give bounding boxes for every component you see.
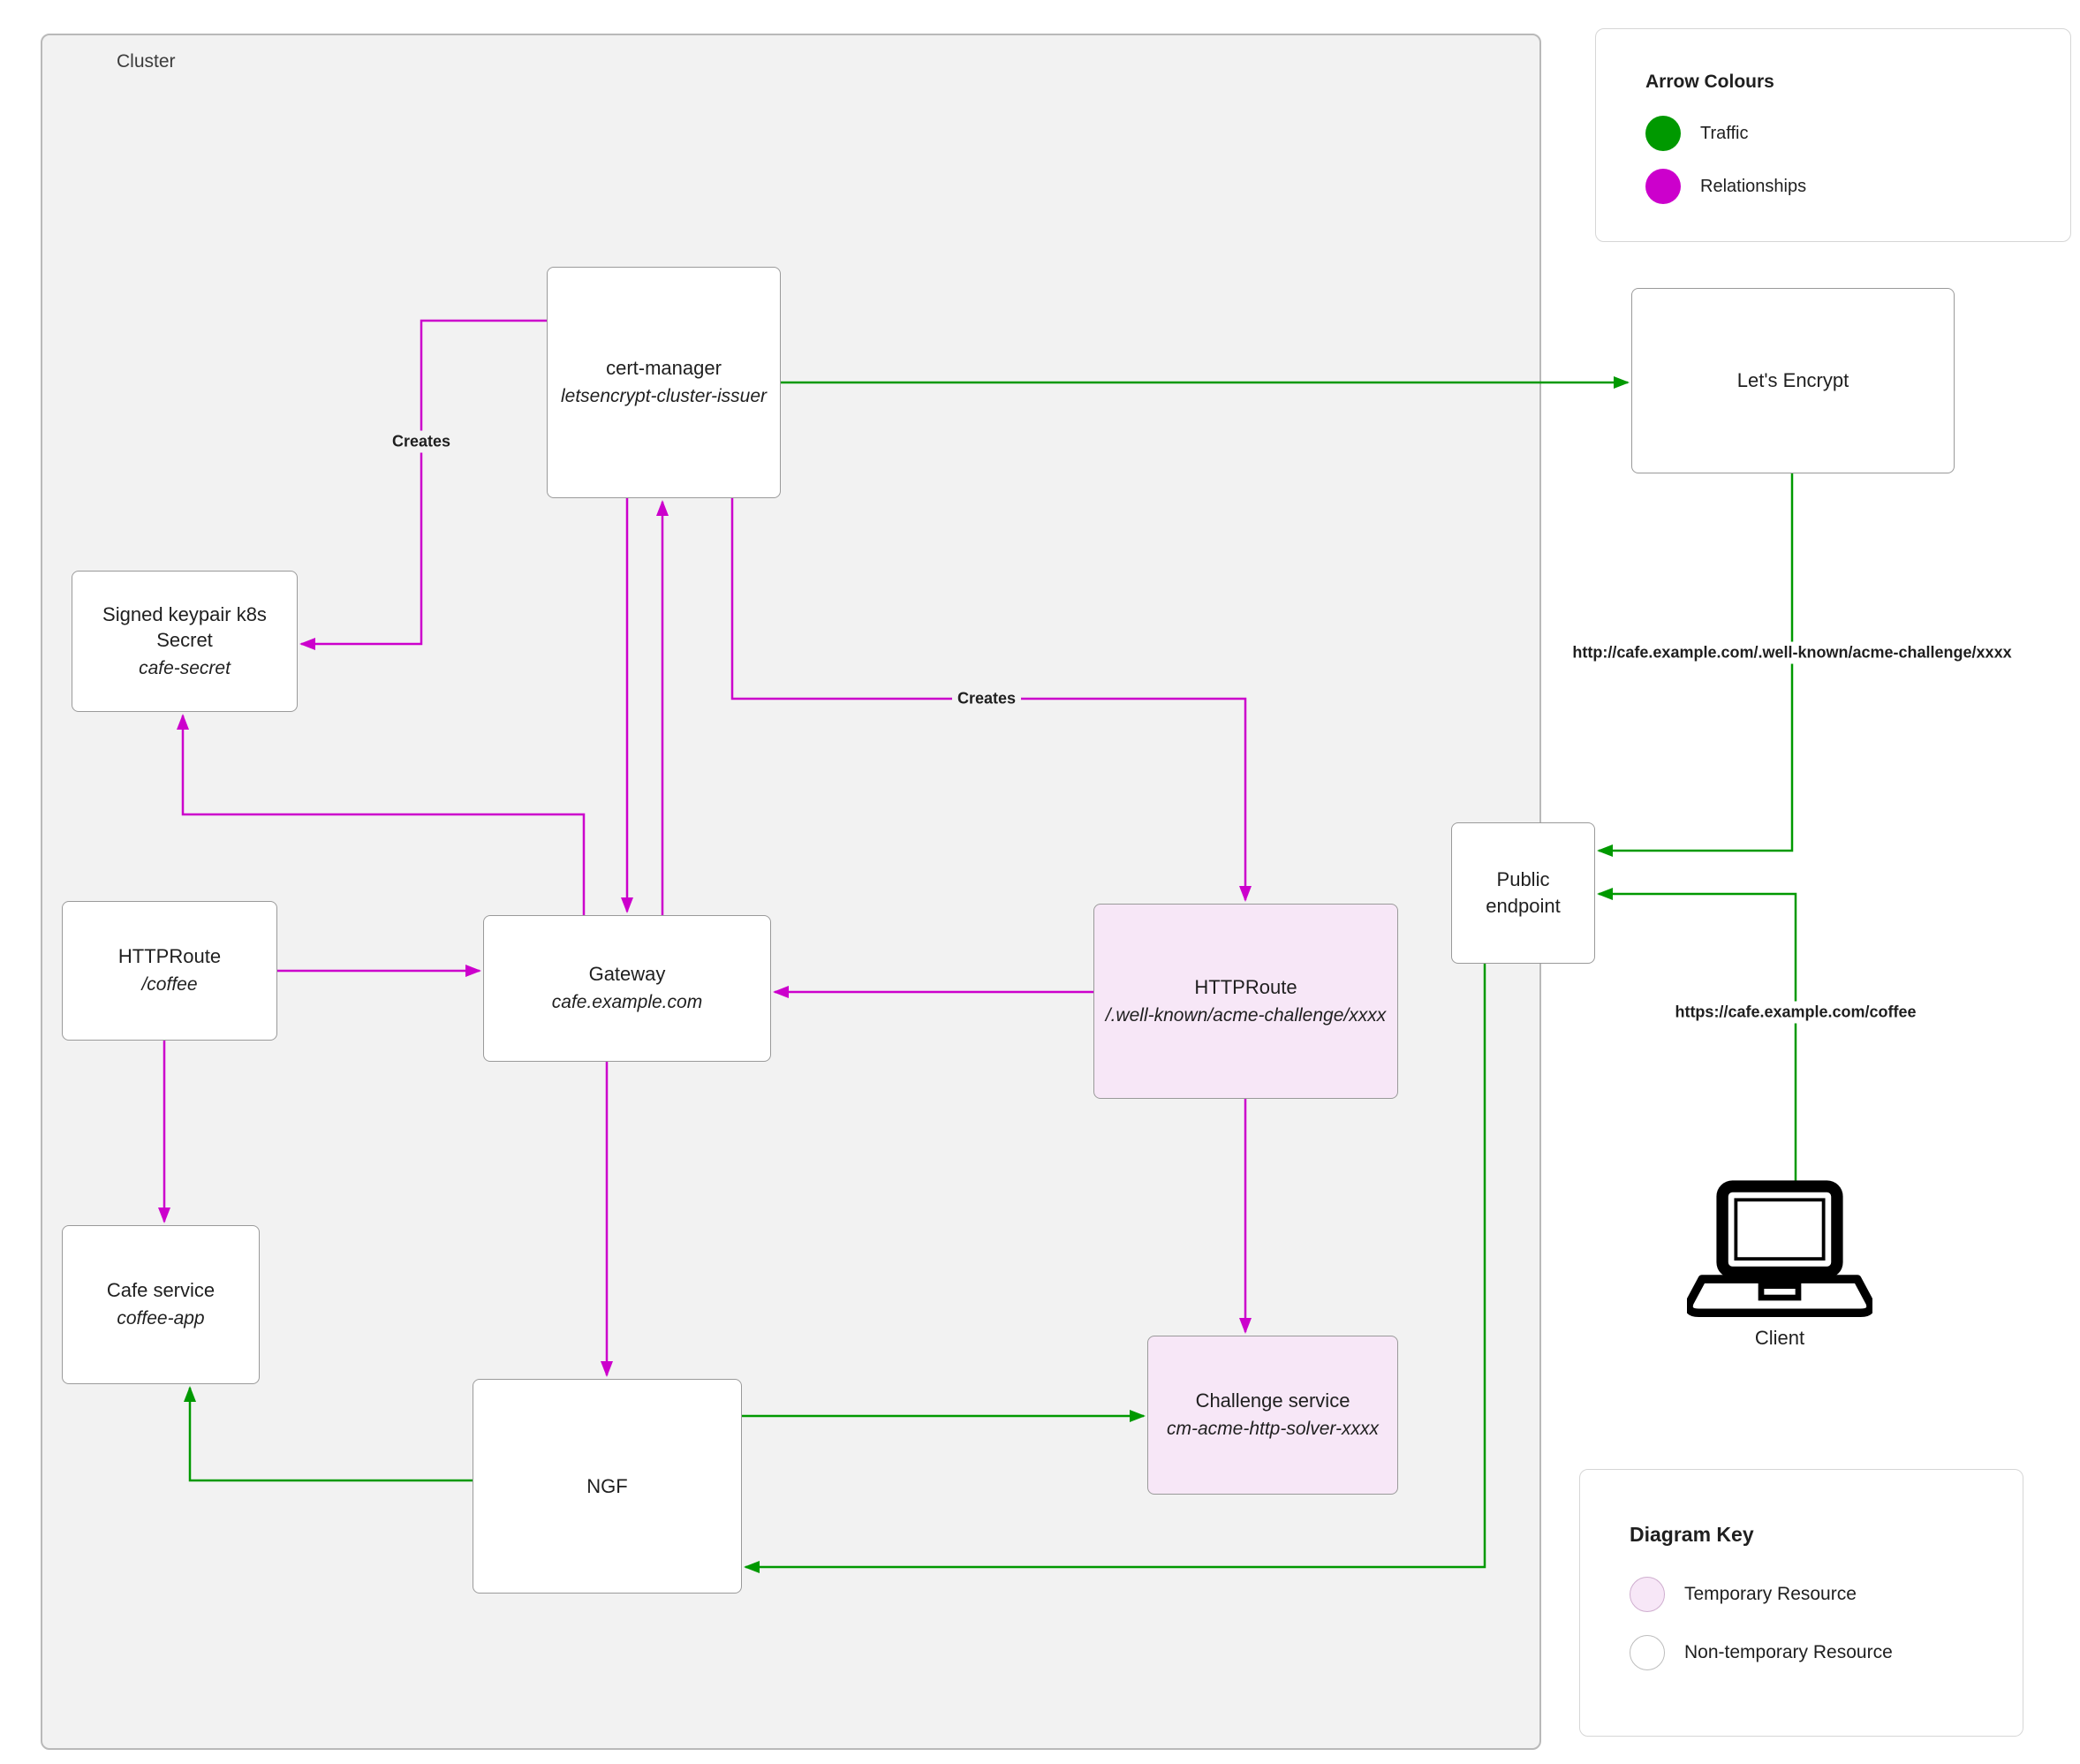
client-label: Client <box>1754 1327 1805 1349</box>
node-httproute-acme-challenge: HTTPRoute /.well-known/acme-challenge/xx… <box>1093 904 1398 1099</box>
edge-label-creates-secret: Creates <box>386 430 457 453</box>
arrow-colours-legend: Arrow Colours Traffic Relationships <box>1595 28 2071 242</box>
node-httproute-coffee: HTTPRoute /coffee <box>62 901 277 1041</box>
diagram-key-title: Diagram Key <box>1630 1523 1754 1546</box>
node-title: Cafe service <box>106 1279 216 1302</box>
client-node: Client <box>1683 1179 1877 1350</box>
diagram-key-legend: Diagram Key Temporary Resource Non-tempo… <box>1579 1469 2023 1737</box>
legend-item-label: Traffic <box>1700 123 1749 143</box>
node-title: HTTPRoute <box>1194 975 1297 998</box>
legend-item-traffic: Traffic <box>1645 116 2044 151</box>
non-temporary-resource-dot <box>1630 1635 1665 1670</box>
traffic-color-dot <box>1645 116 1681 151</box>
legend-item-label: Relationships <box>1700 176 1807 196</box>
edge-label-coffee-url: https://cafe.example.com/coffee <box>1669 1001 1922 1024</box>
node-title: cert-manager <box>606 357 722 380</box>
temporary-resource-dot <box>1630 1577 1665 1612</box>
node-subtitle: /coffee <box>141 974 198 996</box>
node-subtitle: cafe.example.com <box>551 992 703 1013</box>
node-title: Challenge service <box>1195 1389 1350 1412</box>
edge-label-acme-challenge-url: http://cafe.example.com/.well-known/acme… <box>1567 641 2017 664</box>
node-cert-manager: cert-manager letsencrypt-cluster-issuer <box>547 267 781 498</box>
node-title: Signed keypair k8s Secret <box>102 602 267 652</box>
legend-item-temporary-resource: Temporary Resource <box>1630 1577 1996 1612</box>
node-title: Let's Encrypt <box>1736 369 1849 392</box>
node-title: HTTPRoute <box>117 945 222 968</box>
node-subtitle: cafe-secret <box>139 658 231 679</box>
node-signed-keypair-secret: Signed keypair k8s Secret cafe-secret <box>72 571 298 712</box>
node-gateway: Gateway cafe.example.com <box>483 915 771 1062</box>
node-lets-encrypt: Let's Encrypt <box>1631 288 1955 473</box>
legend-item-label: Temporary Resource <box>1684 1584 1857 1604</box>
node-cafe-service: Cafe service coffee-app <box>62 1225 260 1384</box>
node-public-endpoint: Public endpoint <box>1451 822 1595 964</box>
node-title: NGF <box>586 1474 628 1497</box>
node-subtitle: /.well-known/acme-challenge/xxxx <box>1105 1004 1387 1026</box>
legend-item-non-temporary-resource: Non-temporary Resource <box>1630 1635 1996 1670</box>
cluster-label: Cluster <box>117 51 176 72</box>
node-challenge-service: Challenge service cm-acme-http-solver-xx… <box>1147 1336 1398 1495</box>
node-subtitle: letsencrypt-cluster-issuer <box>560 386 768 407</box>
relationships-color-dot <box>1645 169 1681 204</box>
edge-label-creates-httproute: Creates <box>951 687 1022 710</box>
legend-item-label: Non-temporary Resource <box>1684 1642 1893 1662</box>
node-subtitle: cm-acme-http-solver-xxxx <box>1167 1419 1379 1440</box>
laptop-icon <box>1687 1180 1872 1317</box>
node-subtitle: coffee-app <box>117 1308 205 1329</box>
node-ngf: NGF <box>473 1379 742 1594</box>
arrow-colours-title: Arrow Colours <box>1645 72 1774 92</box>
node-title: Public endpoint <box>1486 868 1561 917</box>
edge-client-to-public-endpoint <box>1597 888 1797 1185</box>
legend-item-relationships: Relationships <box>1645 169 2044 204</box>
node-title: Gateway <box>588 963 666 986</box>
